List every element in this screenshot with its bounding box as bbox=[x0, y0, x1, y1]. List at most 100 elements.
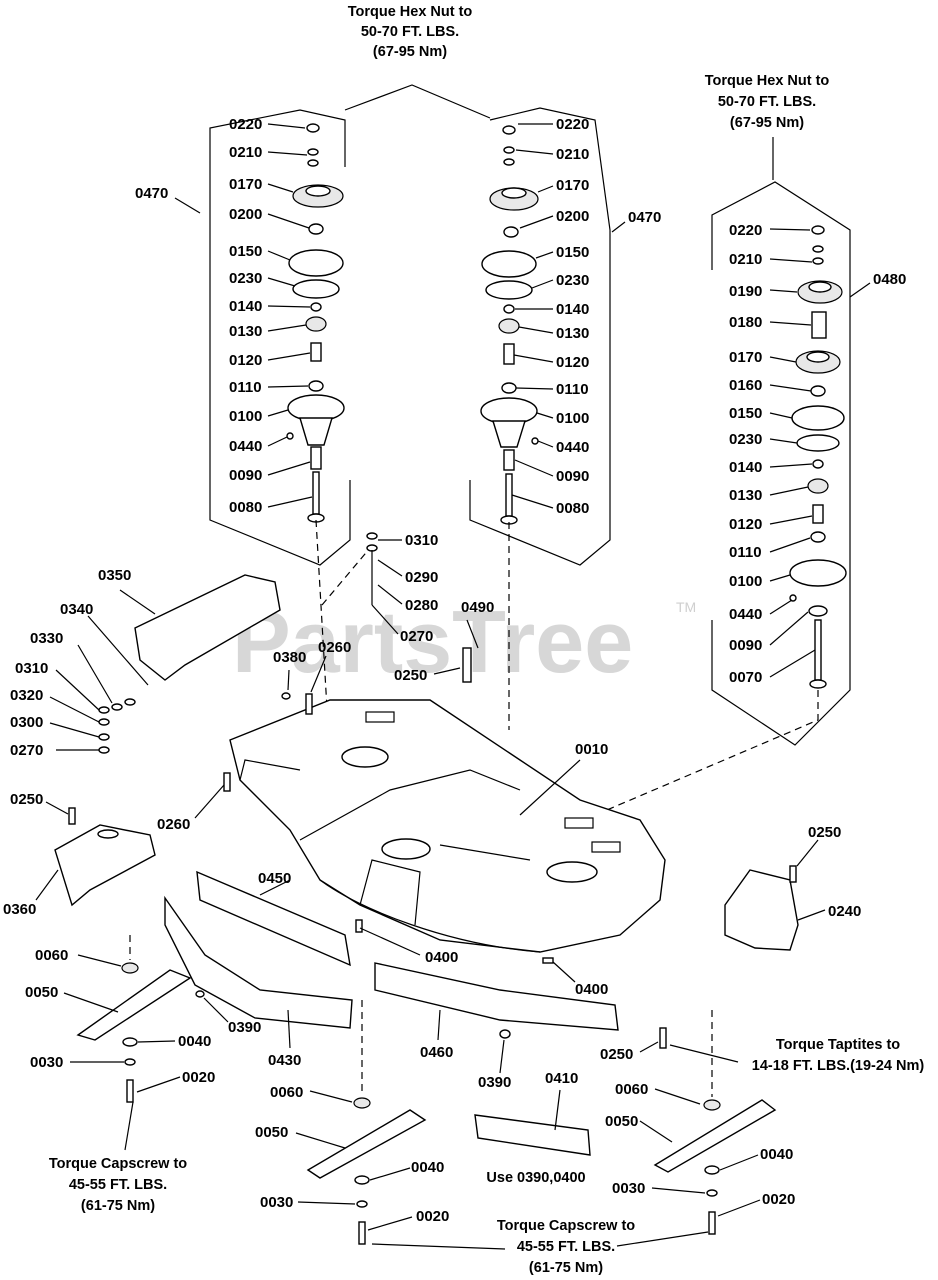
watermark-trademark: TM bbox=[676, 599, 696, 615]
label-0070-right: 0070 bbox=[729, 669, 762, 686]
label-0140-left: 0140 bbox=[229, 298, 262, 315]
label-0120-right: 0120 bbox=[729, 516, 762, 533]
label-0260-top: 0260 bbox=[318, 639, 351, 656]
label-0250-bottom: 0250 bbox=[600, 1046, 633, 1063]
label-0440-right: 0440 bbox=[729, 606, 762, 623]
label-0430: 0430 bbox=[268, 1052, 301, 1069]
label-0050-left: 0050 bbox=[25, 984, 58, 1001]
label-0210-middle: 0210 bbox=[556, 146, 589, 163]
label-0110-middle: 0110 bbox=[556, 381, 589, 398]
label-0180-right: 0180 bbox=[729, 314, 762, 331]
baffle-0410 bbox=[474, 1114, 591, 1156]
label-0060-left: 0060 bbox=[35, 947, 68, 964]
label-0090-right: 0090 bbox=[729, 637, 762, 654]
spindle-frame-middle bbox=[469, 107, 611, 566]
label-0080-middle: 0080 bbox=[556, 500, 589, 517]
label-0390-center: 0390 bbox=[478, 1074, 511, 1091]
label-0200-left: 0200 bbox=[229, 206, 262, 223]
label-0390-left: 0390 bbox=[228, 1019, 261, 1036]
label-0130-left: 0130 bbox=[229, 323, 262, 340]
label-0480-right: 0480 bbox=[873, 271, 906, 288]
label-0140-middle: 0140 bbox=[556, 301, 589, 318]
baffle-0450 bbox=[196, 870, 351, 967]
label-0170-right: 0170 bbox=[729, 349, 762, 366]
label-0490: 0490 bbox=[461, 599, 494, 616]
label-0060-right: 0060 bbox=[615, 1081, 648, 1098]
svg-text:Torque Taptites to: Torque Taptites to bbox=[776, 1037, 900, 1053]
label-0230-right: 0230 bbox=[729, 431, 762, 448]
svg-text:Torque Hex Nut to: Torque Hex Nut to bbox=[348, 4, 473, 20]
blade-right bbox=[653, 1099, 777, 1235]
label-0450: 0450 bbox=[258, 870, 291, 887]
label-0190-right: 0190 bbox=[729, 283, 762, 300]
torque-pointer-top bbox=[344, 84, 491, 119]
torque-note-capscrew-left: Torque Capscrew to 45-55 FT. LBS. (61-75… bbox=[49, 1156, 187, 1214]
mower-deck-shell bbox=[229, 699, 666, 953]
label-0160-right: 0160 bbox=[729, 377, 762, 394]
label-0050-right: 0050 bbox=[605, 1113, 638, 1130]
svg-text:Torque Hex Nut to: Torque Hex Nut to bbox=[705, 73, 830, 89]
torque-note-right: Torque Hex Nut to 50-70 FT. LBS. (67-95 … bbox=[705, 73, 830, 131]
label-0320: 0320 bbox=[10, 687, 43, 704]
label-0150-left: 0150 bbox=[229, 243, 262, 260]
label-0300: 0300 bbox=[10, 714, 43, 731]
label-0150-middle: 0150 bbox=[556, 244, 589, 261]
label-0120-middle: 0120 bbox=[556, 354, 589, 371]
use-note: Use 0390,0400 bbox=[486, 1170, 585, 1186]
label-0110-left: 0110 bbox=[229, 379, 262, 396]
svg-text:(67-95 Nm): (67-95 Nm) bbox=[730, 115, 804, 131]
label-0470-middle: 0470 bbox=[628, 209, 661, 226]
label-0140-right: 0140 bbox=[729, 459, 762, 476]
label-0410: 0410 bbox=[545, 1070, 578, 1087]
label-0340: 0340 bbox=[60, 601, 93, 618]
svg-text:Torque Capscrew to: Torque Capscrew to bbox=[49, 1156, 187, 1172]
label-0100-middle: 0100 bbox=[556, 410, 589, 427]
label-0250-left: 0250 bbox=[10, 791, 43, 808]
svg-text:Torque Capscrew to: Torque Capscrew to bbox=[497, 1218, 635, 1234]
label-0260-bottom: 0260 bbox=[157, 816, 190, 833]
label-0230-middle: 0230 bbox=[556, 272, 589, 289]
label-0090-left: 0090 bbox=[229, 467, 262, 484]
label-0210-right: 0210 bbox=[729, 251, 762, 268]
hardware-misc bbox=[68, 532, 797, 1049]
label-0080-left: 0080 bbox=[229, 499, 262, 516]
label-0280: 0280 bbox=[405, 597, 438, 614]
svg-text:(61-75 Nm): (61-75 Nm) bbox=[529, 1260, 603, 1276]
svg-text:(61-75 Nm): (61-75 Nm) bbox=[81, 1198, 155, 1214]
label-0130-right: 0130 bbox=[729, 487, 762, 504]
label-0470-left: 0470 bbox=[135, 185, 168, 202]
shield-0360 bbox=[54, 824, 156, 907]
svg-text:50-70 FT. LBS.: 50-70 FT. LBS. bbox=[718, 94, 816, 110]
svg-text:14-18 FT. LBS.(19-24 Nm): 14-18 FT. LBS.(19-24 Nm) bbox=[752, 1058, 925, 1074]
label-0200-middle: 0200 bbox=[556, 208, 589, 225]
label-0030-left: 0030 bbox=[30, 1054, 63, 1071]
label-0100-right: 0100 bbox=[729, 573, 762, 590]
label-0460: 0460 bbox=[420, 1044, 453, 1061]
svg-text:45-55 FT. LBS.: 45-55 FT. LBS. bbox=[69, 1177, 167, 1193]
label-0400-center: 0400 bbox=[425, 949, 458, 966]
svg-text:(67-95 Nm): (67-95 Nm) bbox=[373, 44, 447, 60]
label-0440-left: 0440 bbox=[229, 438, 262, 455]
label-0360: 0360 bbox=[3, 901, 36, 918]
label-0030-middle: 0030 bbox=[260, 1194, 293, 1211]
label-0130-middle: 0130 bbox=[556, 325, 589, 342]
label-0060-middle: 0060 bbox=[270, 1084, 303, 1101]
svg-text:50-70 FT. LBS.: 50-70 FT. LBS. bbox=[361, 24, 459, 40]
label-0040-middle: 0040 bbox=[411, 1159, 444, 1176]
label-0170-middle: 0170 bbox=[556, 177, 589, 194]
label-0330: 0330 bbox=[30, 630, 63, 647]
label-0400-right: 0400 bbox=[575, 981, 608, 998]
label-0350: 0350 bbox=[98, 567, 131, 584]
label-0310-left: 0310 bbox=[15, 660, 48, 677]
leader-lines bbox=[35, 123, 871, 1250]
label-0440-middle: 0440 bbox=[556, 439, 589, 456]
label-0020-right: 0020 bbox=[762, 1191, 795, 1208]
spindle-parts-left bbox=[286, 123, 345, 523]
label-0220-right: 0220 bbox=[729, 222, 762, 239]
label-0380: 0380 bbox=[273, 649, 306, 666]
label-0310-center: 0310 bbox=[405, 532, 438, 549]
label-0090-middle: 0090 bbox=[556, 468, 589, 485]
label-0220-middle: 0220 bbox=[556, 116, 589, 133]
spindle-frame-left bbox=[209, 109, 351, 566]
